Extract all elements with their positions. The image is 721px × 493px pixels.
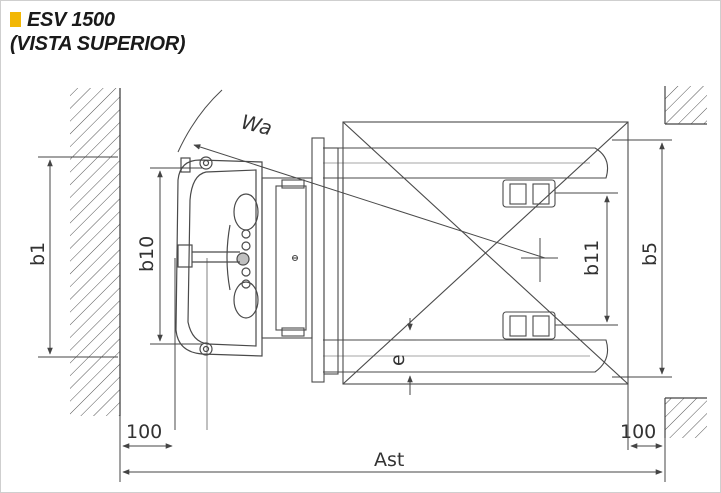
title-model: ESV 1500 <box>27 9 115 31</box>
title-line-2: (VISTA SUPERIOR) <box>10 33 186 55</box>
wa-dimension-line <box>193 144 546 259</box>
label-b11: b11 <box>581 240 603 276</box>
dim-100-left <box>119 416 173 482</box>
truck-body <box>175 156 263 357</box>
label-100-left: 100 <box>126 421 162 443</box>
turning-arc <box>174 89 223 430</box>
label-ast: Ast <box>374 449 404 471</box>
right-wall-bottom <box>664 397 707 438</box>
label-100-right: 100 <box>620 421 656 443</box>
dim-b1 <box>38 156 118 358</box>
fork-top <box>323 147 609 208</box>
load-center-mark <box>521 238 558 282</box>
dim-b10 <box>150 167 202 345</box>
title-marker-icon <box>10 12 21 27</box>
title-line-1: ESV 1500 <box>10 8 185 32</box>
label-e: e <box>387 354 409 366</box>
label-wa: Wa <box>239 110 275 141</box>
label-b5: b5 <box>639 242 661 266</box>
label-b10: b10 <box>136 236 158 272</box>
title-block: ESV 1500 (VISTA SUPERIOR) <box>10 8 186 56</box>
dim-b11 <box>600 192 618 326</box>
dim-b5 <box>612 139 672 378</box>
mast <box>261 177 313 339</box>
right-wall-top <box>664 86 707 125</box>
fork-bottom <box>323 311 609 373</box>
left-wall <box>70 88 121 416</box>
dim-100-right <box>627 384 666 482</box>
fork-carriage <box>311 137 344 383</box>
label-b1: b1 <box>27 242 49 266</box>
dim-e <box>404 318 416 395</box>
